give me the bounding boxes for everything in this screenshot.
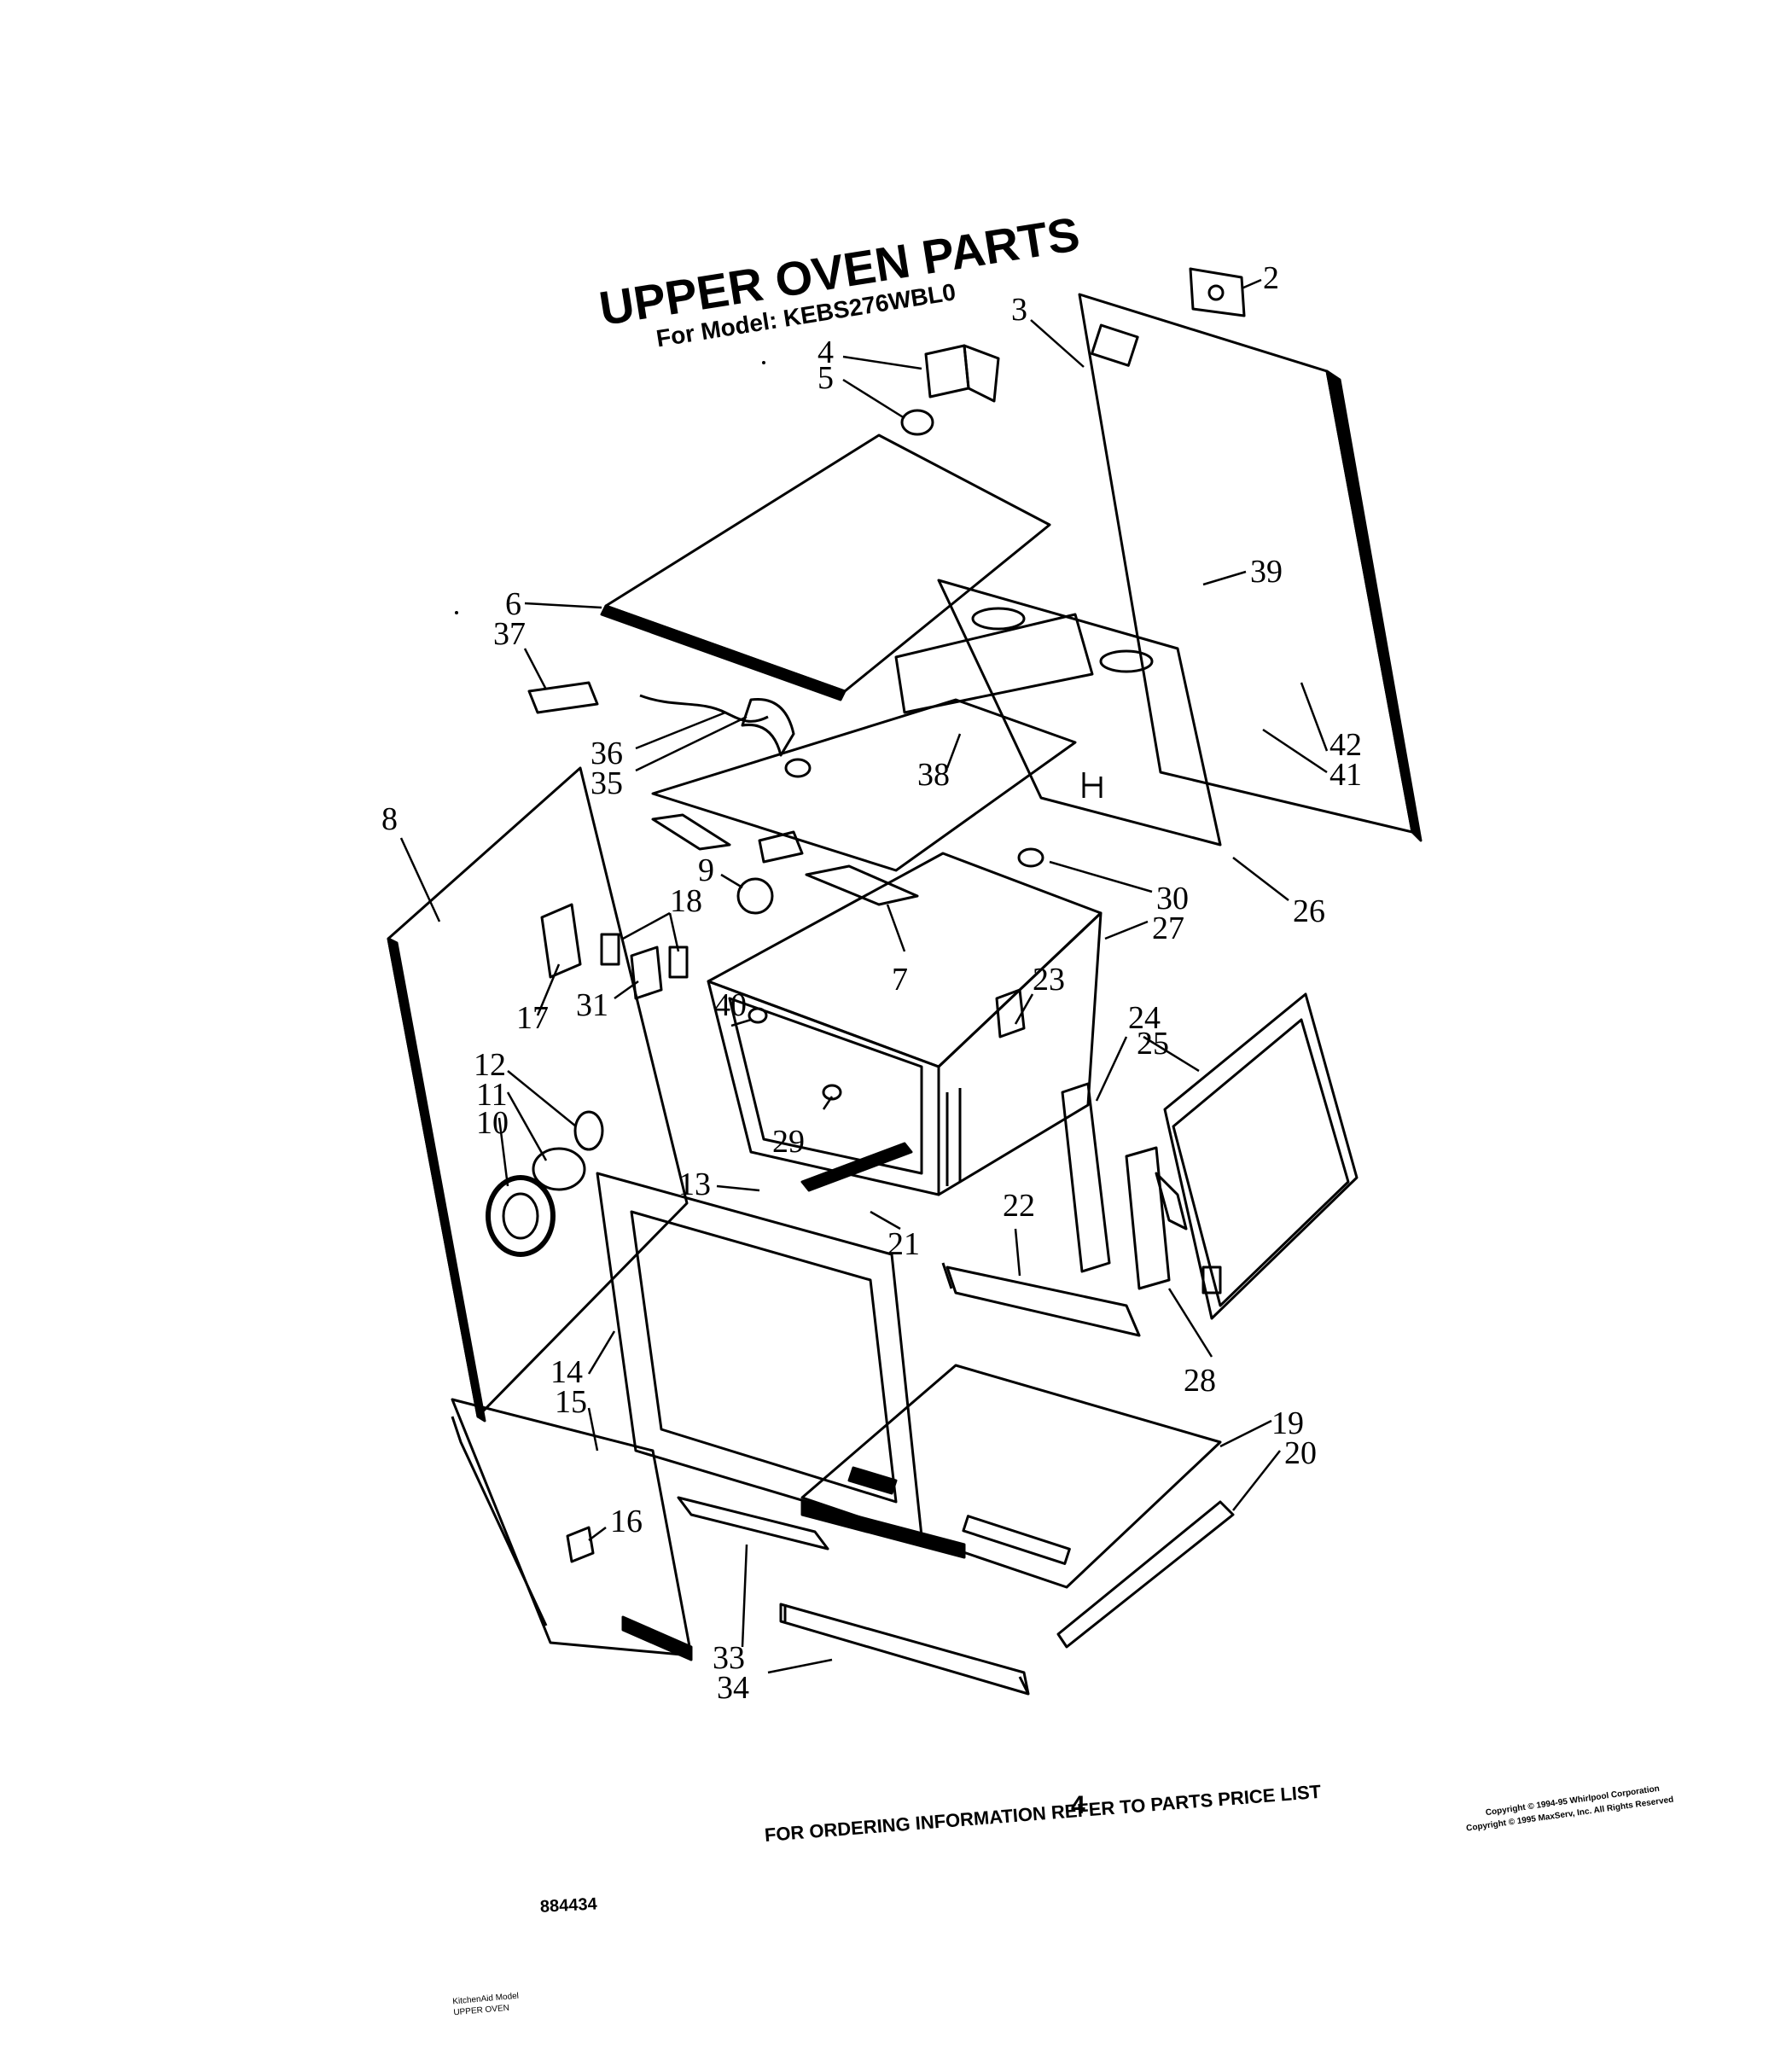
- part-number-label: 41: [1329, 757, 1362, 793]
- part-number-label: 5: [817, 360, 834, 396]
- part-number-label: 37: [493, 616, 526, 652]
- bracket-22: [947, 1267, 1139, 1335]
- rail-20: [1058, 1502, 1233, 1647]
- bulb-12: [575, 1112, 602, 1149]
- oven-cavity-front: [708, 981, 939, 1195]
- part-number-label: 24: [1128, 1000, 1161, 1036]
- part-number-label: 13: [678, 1167, 711, 1202]
- door-panel-25: [1165, 994, 1357, 1318]
- part-number-label: 25: [1137, 1026, 1169, 1062]
- top-panel: [606, 435, 1050, 691]
- bake-element-hole-29: [823, 1085, 841, 1099]
- part-number-label: 31: [576, 987, 608, 1023]
- ordering-note: FOR ORDERING INFORMATION REFER TO PARTS …: [764, 1781, 1322, 1846]
- part-number-label: 18: [670, 883, 702, 919]
- oven-cavity-opening: [730, 998, 922, 1173]
- part-number-label: 11: [476, 1077, 508, 1113]
- part-number-label: 21: [887, 1226, 920, 1262]
- lens-11: [533, 1149, 585, 1190]
- clip-18a: [602, 934, 619, 964]
- bracket-17: [542, 905, 580, 977]
- part-number-label: 20: [1284, 1435, 1317, 1471]
- part-number-label: 15: [555, 1384, 587, 1420]
- part-number-label: 14: [550, 1354, 583, 1390]
- part-number-label: 39: [1250, 554, 1283, 590]
- trim-34: [781, 1604, 1028, 1694]
- trim-33: [678, 1498, 828, 1549]
- part-number-label: 8: [381, 801, 398, 837]
- part-number-label: 38: [917, 757, 950, 793]
- part-number-label: 36: [591, 736, 623, 771]
- part-number-label: 34: [717, 1670, 749, 1706]
- part-number-label: 12: [474, 1047, 506, 1083]
- brand-model-label: KitchenAid Model: [452, 1992, 519, 2007]
- part-number-label: 17: [516, 1000, 549, 1036]
- bracket-2: [1190, 269, 1244, 316]
- clip-18b: [670, 947, 687, 977]
- probe-jack-40: [749, 1009, 766, 1022]
- light-socket-10: [488, 1178, 553, 1254]
- rear-panel-edge: [1327, 371, 1421, 841]
- part-number-label: 4: [817, 335, 834, 370]
- left-side-panel: [388, 768, 687, 1417]
- top-panel-front-edge: [602, 606, 845, 700]
- duct-35: [742, 700, 794, 756]
- part-number-label: 28: [1184, 1363, 1216, 1399]
- grommet-30: [1019, 849, 1043, 866]
- document-number: 884434: [539, 1894, 598, 1917]
- part-number-label: 16: [610, 1504, 643, 1539]
- strip-19: [802, 1502, 964, 1557]
- bracket-4: [926, 346, 969, 397]
- part-number-label: 19: [1271, 1405, 1304, 1441]
- bracket-31: [631, 947, 661, 998]
- part-number-label: 9: [698, 852, 714, 888]
- floor-panel-19: [802, 1365, 1220, 1587]
- part-number-label: 3: [1011, 292, 1027, 328]
- part-number-label: 30: [1156, 881, 1189, 916]
- terminal-block-37: [529, 683, 597, 713]
- upper-frame-back: [939, 580, 1220, 845]
- bracket-23: [997, 990, 1024, 1037]
- door-window-15: [452, 1399, 691, 1655]
- strip-7b: [806, 866, 917, 905]
- part-number-label: 2: [1263, 260, 1279, 296]
- part-number-label: 10: [476, 1105, 509, 1141]
- part-number-label: 40: [714, 987, 747, 1023]
- latch-16: [567, 1527, 593, 1562]
- bracket-24: [1062, 1084, 1109, 1271]
- strip-7a: [653, 815, 730, 849]
- part-number-label: 42: [1329, 727, 1362, 763]
- knob-5: [902, 410, 933, 434]
- part-number-label: 29: [772, 1124, 805, 1160]
- part-number-label: 26: [1293, 893, 1325, 929]
- sensor-9: [738, 879, 772, 913]
- wire-harness-36: [640, 695, 768, 721]
- part-number-label: 23: [1033, 962, 1065, 998]
- oven-cavity-right: [939, 913, 1101, 1195]
- top-frame-38: [653, 700, 1075, 870]
- part-number-label: 22: [1003, 1188, 1035, 1224]
- rack-support-21: [802, 1143, 911, 1190]
- part-number-label: 6: [505, 586, 521, 622]
- part-number-label: 33: [713, 1640, 745, 1676]
- part-number-label: 27: [1152, 911, 1184, 946]
- page-number: 4: [1071, 1791, 1085, 1819]
- latch-28: [1126, 1148, 1169, 1289]
- rear-panel-label: [1092, 325, 1138, 365]
- part-number-label: 35: [591, 765, 623, 801]
- part-number-label: 7: [892, 962, 908, 998]
